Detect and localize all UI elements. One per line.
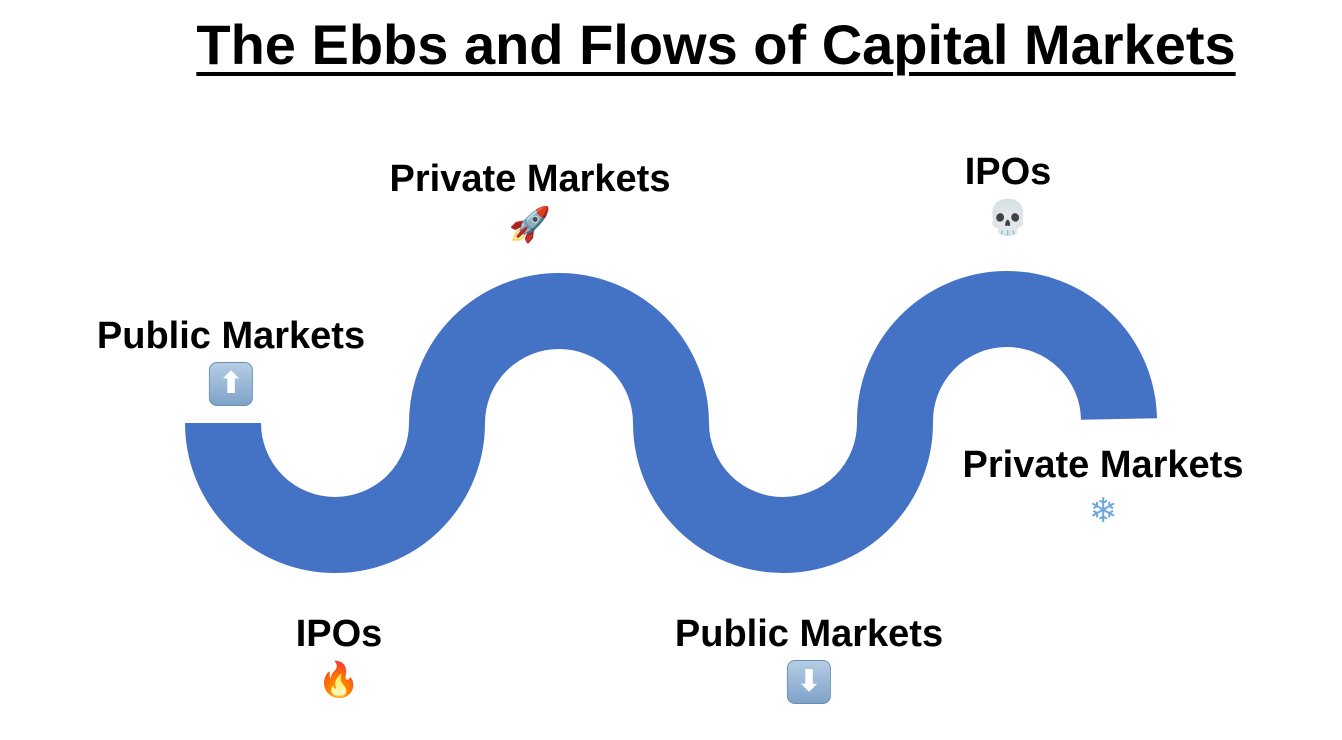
down-arrow-icon: ⬇ — [787, 660, 831, 704]
fire-icon: 🔥 — [317, 661, 361, 699]
label-public-markets-down: Public Markets ⬇ — [675, 612, 943, 704]
label-private-markets-cold-text: Private Markets — [962, 444, 1244, 486]
diagram-title: The Ebbs and Flows of Capital Markets — [196, 13, 1236, 76]
skull-icon: 💀 — [986, 199, 1030, 237]
label-ipos-dead-text: IPOs — [964, 151, 1052, 193]
up-arrow-icon: ⬆ — [209, 362, 253, 406]
label-ipos-dead: IPOs 💀 — [965, 150, 1052, 238]
label-public-markets-up: Public Markets ⬆ — [97, 314, 365, 406]
label-public-markets-up-text: Public Markets — [96, 315, 366, 357]
wave-path — [185, 271, 1157, 573]
label-public-markets-down-text: Public Markets — [674, 613, 944, 655]
label-private-markets-up-text: Private Markets — [389, 158, 671, 200]
label-private-markets-cold: Private Markets ❄ — [963, 443, 1244, 531]
snowflake-icon: ❄ — [1088, 492, 1118, 530]
label-ipos-hot-text: IPOs — [295, 613, 383, 655]
rocket-icon: 🚀 — [508, 206, 552, 244]
label-ipos-hot: IPOs 🔥 — [296, 612, 383, 700]
label-private-markets-up: Private Markets 🚀 — [390, 157, 671, 245]
